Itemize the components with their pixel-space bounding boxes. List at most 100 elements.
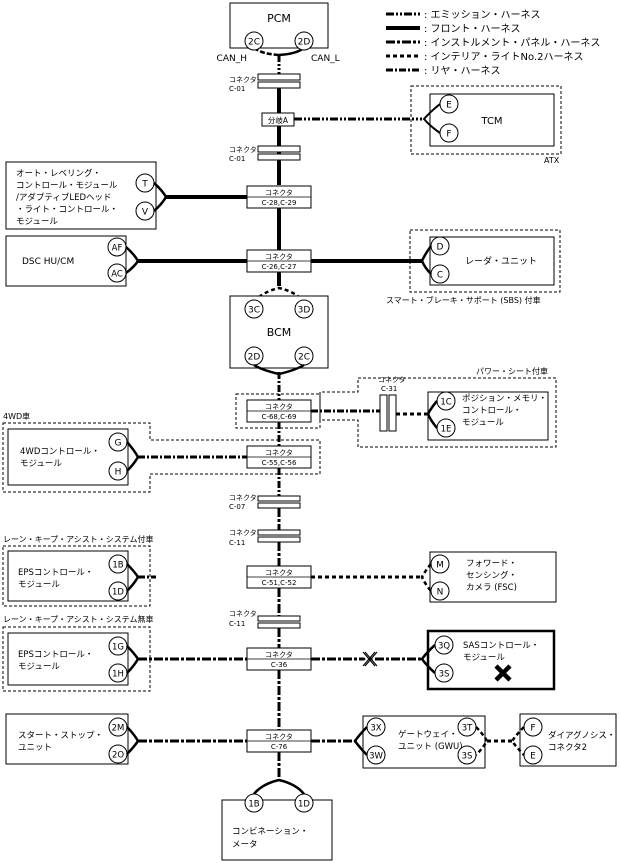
svg-text:コネクタ: コネクタ bbox=[265, 448, 293, 457]
svg-text:C-01: C-01 bbox=[229, 85, 245, 93]
eps2-pin-1g: 1G bbox=[112, 643, 124, 653]
connector-c11-upper: コネクタ C-11 bbox=[229, 528, 301, 547]
svg-text:C-26,C-27: C-26,C-27 bbox=[262, 263, 297, 271]
svg-text:SASコントロール・: SASコントロール・ bbox=[463, 641, 539, 651]
bcm-pin-2d: 2D bbox=[248, 353, 261, 363]
tcm-pin-e: E bbox=[446, 101, 452, 111]
connector-c01-lower: コネクタ C-01 bbox=[229, 145, 301, 163]
gateway-unit: ゲートウェイ・ ユニット (GWU) 3X 3W 3T 3S bbox=[353, 715, 489, 769]
legend-front-label: : フロント・ハーネス bbox=[424, 23, 521, 35]
bcm-pin-3d: 3D bbox=[298, 306, 311, 316]
awd-group: 4WD車 4WDコントロール・ モジュール G H bbox=[2, 411, 321, 493]
headlight-control-module: オート・レベリング・ コントロール・モジュール /アダプティブLEDヘッド ・ラ… bbox=[5, 161, 168, 230]
tcm-module: TCM E F ATX bbox=[410, 85, 562, 165]
svg-text:モジュール: モジュール bbox=[462, 418, 504, 428]
svg-text:C-51,C-52: C-51,C-52 bbox=[262, 579, 297, 587]
connector-c76: コネクタ C-76 bbox=[246, 729, 312, 753]
sas-module: SASコントロール・ モジュール 3Q 3S bbox=[420, 629, 556, 691]
svg-text:ポジション・メモリ・: ポジション・メモリ・ bbox=[462, 394, 547, 404]
dsc-pin-ac: AC bbox=[111, 270, 123, 280]
awd-note: 4WD車 bbox=[3, 411, 30, 421]
dlc-pin-f: F bbox=[530, 724, 535, 734]
svg-text:・ライト・コントロール・: ・ライト・コントロール・ bbox=[16, 205, 118, 215]
startstop-pin-2m: 2M bbox=[112, 724, 125, 734]
pcm-can-l-label: CAN_L bbox=[311, 54, 340, 64]
dsc-pin-af: AF bbox=[112, 244, 123, 254]
dsc-title: DSC HU/CM bbox=[22, 257, 74, 267]
headlight-pin-t: T bbox=[141, 180, 148, 190]
fsc-camera: フォワード・ センシング・ カメラ (FSC) M N bbox=[420, 551, 557, 603]
bcm-pin-3c: 3C bbox=[248, 306, 260, 316]
connector-c11-lower: コネクタ C-11 bbox=[229, 609, 301, 629]
open-circuit-mark bbox=[361, 650, 378, 668]
meter-pin-1b: 1B bbox=[248, 800, 259, 810]
svg-text:メータ: メータ bbox=[232, 840, 258, 850]
tcm-atx-note: ATX bbox=[544, 156, 560, 165]
svg-text:コネクタ2: コネクタ2 bbox=[548, 743, 587, 753]
awd-pin-h: H bbox=[115, 468, 122, 478]
tcm-pin-f: F bbox=[446, 130, 451, 140]
svg-text:EPSコントロール・: EPSコントロール・ bbox=[18, 568, 93, 578]
svg-text:コネクタ: コネクタ bbox=[265, 650, 293, 659]
legend-emission-label: : エミッション・ハーネス bbox=[424, 9, 541, 21]
sas-pin-3q: 3Q bbox=[438, 642, 450, 652]
svg-text:C-07: C-07 bbox=[229, 503, 245, 511]
pcm-module: PCM 2C 2D CAN_H CAN_L bbox=[217, 2, 340, 64]
svg-text:フォワード・: フォワード・ bbox=[466, 559, 517, 569]
seat-pin-1e: 1E bbox=[441, 425, 452, 435]
svg-text:コネクタ: コネクタ bbox=[229, 493, 257, 502]
legend-instrument-label: : インストルメント・パネル・ハーネス bbox=[424, 37, 600, 49]
fsc-pin-m: M bbox=[436, 561, 444, 571]
power-seat-group: パワー・シート付車 コネクタ C-31 ポジション・メモリ・ コントロール・ モ… bbox=[319, 366, 557, 448]
eps-lka-note: レーン・キープ・アシスト・システム付車 bbox=[3, 534, 154, 544]
connector-c07: コネクタ C-07 bbox=[229, 493, 301, 511]
svg-text:/アダプティブLEDヘッド: /アダプティブLEDヘッド bbox=[16, 192, 112, 203]
svg-text:モジュール: モジュール bbox=[463, 653, 505, 663]
svg-text:4WDコントロール・: 4WDコントロール・ bbox=[20, 447, 100, 457]
radar-unit: レーダ・ユニット D C スマート・ブレーキ・サポート (SBS) 付車 bbox=[386, 229, 561, 305]
svg-text:モジュール: モジュール bbox=[18, 580, 60, 590]
svg-text:C-01: C-01 bbox=[229, 155, 245, 163]
connector-c36: コネクタ C-36 bbox=[246, 647, 312, 671]
radar-title: レーダ・ユニット bbox=[465, 255, 537, 267]
radar-pin-c: C bbox=[437, 271, 443, 281]
fault-cross-icon bbox=[494, 664, 512, 682]
awd-pin-g: G bbox=[115, 439, 122, 449]
connector-c28-c29: コネクタ C-28,C-29 bbox=[246, 185, 312, 209]
seat-pin-1c: 1C bbox=[440, 398, 451, 408]
svg-text:C-31: C-31 bbox=[381, 385, 397, 393]
dlc-pin-e: E bbox=[530, 752, 536, 762]
bcm-title: BCM bbox=[267, 326, 292, 339]
svg-text:C-55,C-56: C-55,C-56 bbox=[262, 459, 297, 467]
radar-sbs-note: スマート・ブレーキ・サポート (SBS) 付車 bbox=[386, 295, 541, 305]
svg-text:EPSコントロール・: EPSコントロール・ bbox=[18, 650, 93, 660]
svg-text:ダイアグノシス・: ダイアグノシス・ bbox=[548, 730, 615, 741]
svg-text:コネクタ: コネクタ bbox=[265, 252, 293, 261]
svg-text:モジュール: モジュール bbox=[16, 217, 58, 227]
svg-text:スタート・ストップ・: スタート・ストップ・ bbox=[18, 731, 103, 741]
pcm-can-h-label: CAN_H bbox=[217, 54, 247, 64]
gateway-pin-3w: 3W bbox=[369, 752, 383, 762]
legend-interior-label: : インテリア・ライトNo.2ハーネス bbox=[424, 51, 584, 63]
svg-text:コネクタ: コネクタ bbox=[265, 568, 293, 577]
power-seat-note: パワー・シート付車 bbox=[476, 366, 548, 376]
meter-pin-1d: 1D bbox=[298, 800, 310, 810]
svg-text:コネクタ: コネクタ bbox=[229, 609, 257, 618]
eps-nolka-group: レーン・キープ・アシスト・システム無車 EPSコントロール・ モジュール 1G … bbox=[2, 614, 154, 692]
svg-text:分岐A: 分岐A bbox=[268, 115, 289, 125]
connector-c31 bbox=[379, 394, 388, 432]
svg-text:C-76: C-76 bbox=[271, 743, 288, 751]
svg-text:C-68,C-69: C-68,C-69 bbox=[262, 413, 297, 421]
bcm-pin-2c: 2C bbox=[298, 353, 310, 363]
eps2-pin-1h: 1H bbox=[112, 670, 124, 680]
svg-text:C-11: C-11 bbox=[229, 539, 245, 547]
pcm-wires bbox=[253, 46, 305, 57]
radar-pin-d: D bbox=[437, 243, 444, 253]
svg-text:コネクタ: コネクタ bbox=[265, 402, 293, 411]
svg-text:C-36: C-36 bbox=[271, 661, 288, 669]
gateway-pin-3s: 3S bbox=[462, 752, 473, 762]
svg-text:センシング・: センシング・ bbox=[466, 570, 517, 581]
connector-c26-c27: コネクタ C-26,C-27 bbox=[246, 249, 312, 273]
svg-text:モジュール: モジュール bbox=[18, 662, 60, 672]
